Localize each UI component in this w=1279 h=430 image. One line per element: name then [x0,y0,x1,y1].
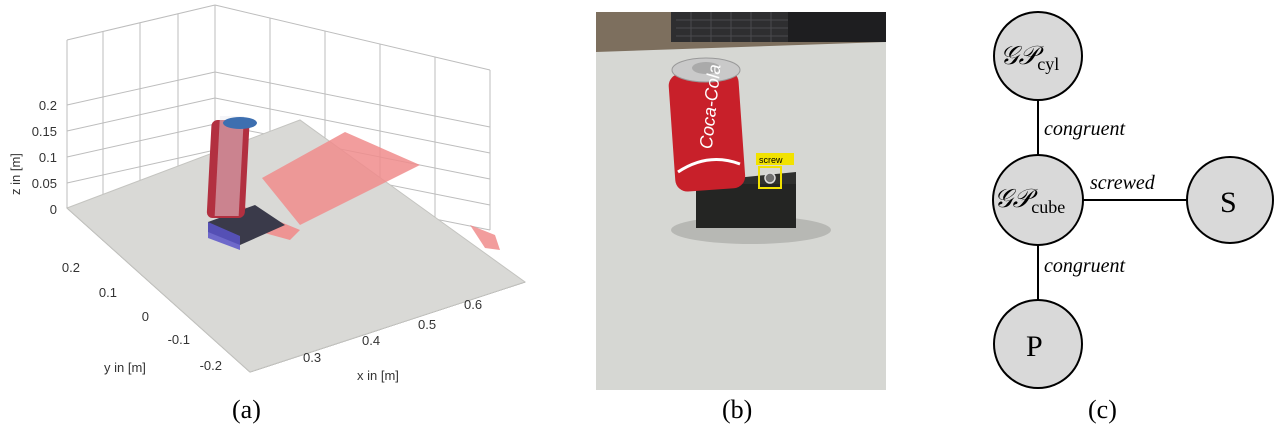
node-gp-cyl [993,11,1083,101]
z-tick: 0.1 [39,150,57,165]
keyboard-keys [676,12,796,42]
caption-c: (c) [1088,395,1117,424]
node-gp-cube [992,154,1084,246]
z-tick: 0.2 [39,98,57,113]
node-p [993,299,1083,389]
photo: Coca-Cola screw [596,12,886,390]
screw-hole [764,172,776,184]
edge-label-cube-s: screwed [1090,172,1156,194]
can-3d [206,120,250,218]
block [696,184,796,228]
chair [788,12,886,42]
node-s-label: S [1220,186,1237,219]
x-axis-label: x in [m] [357,368,399,383]
node-s [1186,156,1274,244]
node-gp-cube-label: 𝒢𝒫cube [994,184,1065,217]
y-tick: 0.1 [99,285,117,300]
graph: 𝒢𝒫cyl 𝒢𝒫cube S P congruent screwed congr… [992,11,1274,389]
can-wave [677,158,741,174]
y-axis-label: y in [m] [104,360,146,375]
table-highlight [262,132,420,225]
x-ticks: 0.3 0.4 0.5 0.6 [303,297,482,365]
x-tick: 0.5 [418,317,436,332]
z-tick: 0 [50,202,57,217]
z-ticks: 0 0.05 0.1 0.15 0.2 [32,98,57,217]
node-p-label: P [1026,330,1043,363]
x-tick: 0.6 [464,297,482,312]
z-tick: 0.15 [32,124,57,139]
table-surface [66,119,527,373]
x-tick: 0.3 [303,350,321,365]
y-tick: -0.2 [200,358,222,373]
keyboard [671,12,801,42]
y-ticks: 0.2 0.1 0 -0.1 -0.2 [62,260,222,373]
can-3d-top [223,117,257,129]
panel-a: 0 0.05 0.1 0.15 0.2 z in [m] 0.2 0.1 0 -… [0,0,560,430]
edge-label-cube-p: congruent [1044,255,1126,277]
y-tick: 0 [142,309,149,324]
detection-label: screw [759,155,783,165]
z-tick: 0.05 [32,176,57,191]
detection-box [758,166,782,189]
can-3d-stripes [214,116,244,216]
edge-label-cyl-cube: congruent [1044,118,1126,140]
y-tick: 0.2 [62,260,80,275]
caption-b: (b) [722,395,753,424]
panel-c: 𝒢𝒫cyl 𝒢𝒫cube S P congruent screwed congr… [960,0,1279,430]
table-highlight-edge [470,225,500,250]
z-axis-label: z in [m] [8,153,23,195]
can-tab [692,62,720,74]
node-gp-cyl-label: 𝒢𝒫cyl [1000,41,1059,74]
detection-tag [756,153,794,165]
panel-b: Coca-Cola screw (b) [596,0,886,430]
block-3d-side [208,222,240,250]
panel-a-plot: 0 0.05 0.1 0.15 0.2 z in [m] 0.2 0.1 0 -… [8,4,527,383]
x-tick: 0.4 [362,333,380,348]
y-tick: -0.1 [168,332,190,347]
caption-a: (a) [232,395,261,424]
